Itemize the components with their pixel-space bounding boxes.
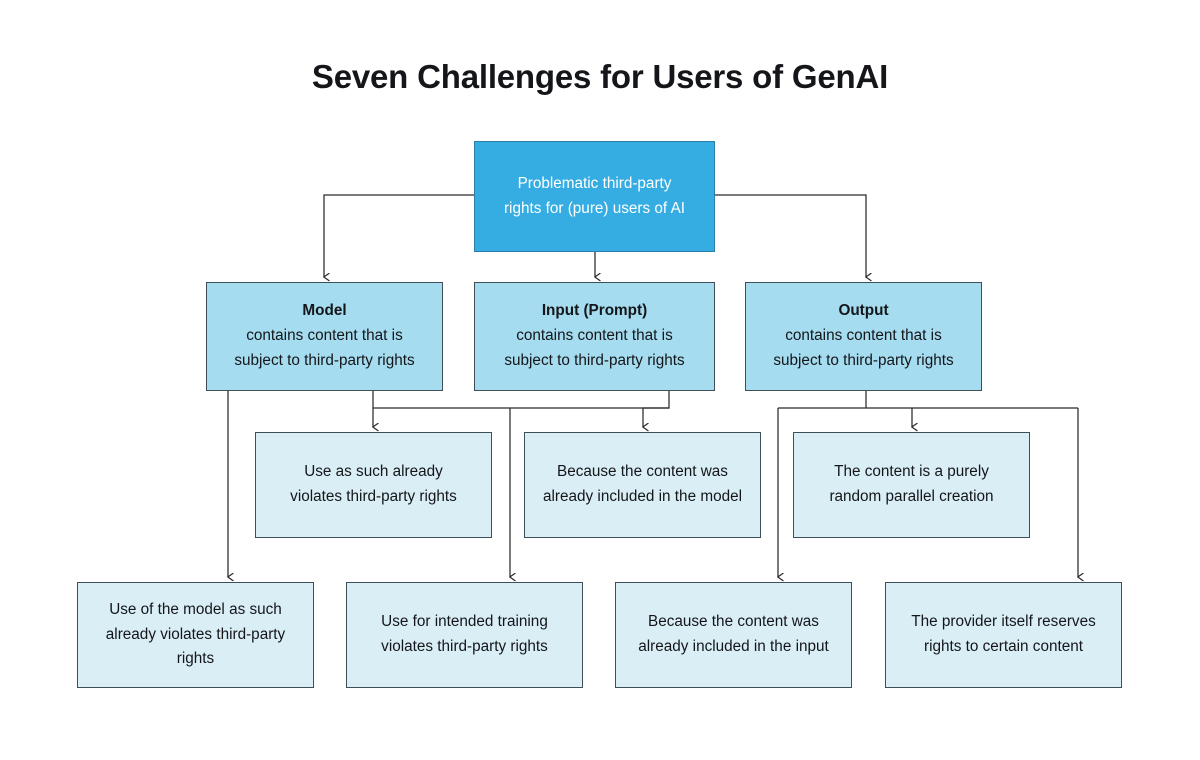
node-input-line-2: subject to third-party rights — [504, 351, 685, 369]
page-title: Seven Challenges for Users of GenAI — [311, 58, 889, 95]
node-r3c-line-1: random parallel creation — [829, 488, 994, 505]
node-use-as-such[interactable]: Use as such already violates third-party… — [255, 432, 492, 538]
node-root[interactable]: Problematic third-party rights for (pure… — [474, 141, 715, 252]
node-output[interactable]: Output contains content that is subject … — [745, 282, 982, 391]
node-use-of-model-as-such[interactable]: Use of the model as such already violate… — [77, 582, 314, 688]
node-r4a-line-1: already violates third-party — [105, 625, 286, 643]
node-random-parallel-creation[interactable]: The content is a purely random parallel … — [793, 432, 1030, 538]
edge-input-r3b — [643, 391, 670, 427]
node-model-line-2: subject to third-party rights — [234, 351, 415, 369]
node-r4a-line-2: rights — [176, 650, 215, 668]
node-root-line-1: rights for (pure) users of AI — [503, 199, 686, 217]
node-provider-reserves-rights[interactable]: The provider itself reserves rights to c… — [885, 582, 1122, 688]
node-content-in-model[interactable]: Because the content was already included… — [524, 432, 761, 538]
node-r3a-line-0: Use as such already — [304, 463, 443, 481]
node-model-line-1: contains content that is — [246, 327, 403, 345]
node-r3b-line-1: already included in the model — [543, 488, 742, 505]
edge-root-model — [324, 194, 474, 277]
node-r4b-line-0: Use for intended training — [381, 613, 548, 631]
node-input-line-1: contains content that is — [516, 327, 673, 345]
node-r4d-line-1: rights to certain content — [923, 638, 1083, 655]
node-output-line-1: contains content that is — [785, 327, 942, 345]
node-input[interactable]: Input (Prompt) contains content that is … — [474, 282, 715, 391]
node-output-line-2: subject to third-party rights — [773, 351, 954, 369]
node-r4d-line-0: The provider itself reserves — [911, 613, 1096, 631]
node-input-heading: Input (Prompt) — [541, 302, 648, 320]
node-r3a-line-1: violates third-party rights — [290, 488, 457, 505]
node-model-heading: Model — [302, 302, 347, 320]
node-intended-training[interactable]: Use for intended training violates third… — [346, 582, 583, 688]
node-r3b-line-0: Because the content was — [557, 463, 728, 481]
node-model[interactable]: Model contains content that is subject t… — [206, 282, 443, 391]
node-root-line-0: Problematic third-party — [517, 174, 672, 192]
node-content-in-input[interactable]: Because the content was already included… — [615, 582, 852, 688]
node-r4a-line-0: Use of the model as such — [109, 600, 282, 618]
node-r3c-line-0: The content is a purely — [834, 463, 989, 481]
node-r4c-line-0: Because the content was — [648, 613, 819, 631]
node-r4b-line-1: violates third-party rights — [381, 638, 548, 655]
edge-root-output — [715, 194, 866, 277]
node-output-heading: Output — [838, 302, 889, 320]
node-r4c-line-1: already included in the input — [638, 638, 829, 655]
